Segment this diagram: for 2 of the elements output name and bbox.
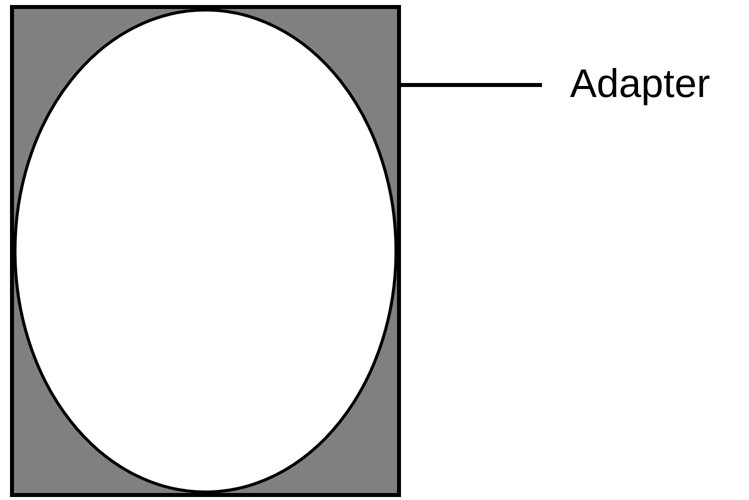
part-label: Adapter [568,60,740,108]
leader-line [401,83,542,87]
